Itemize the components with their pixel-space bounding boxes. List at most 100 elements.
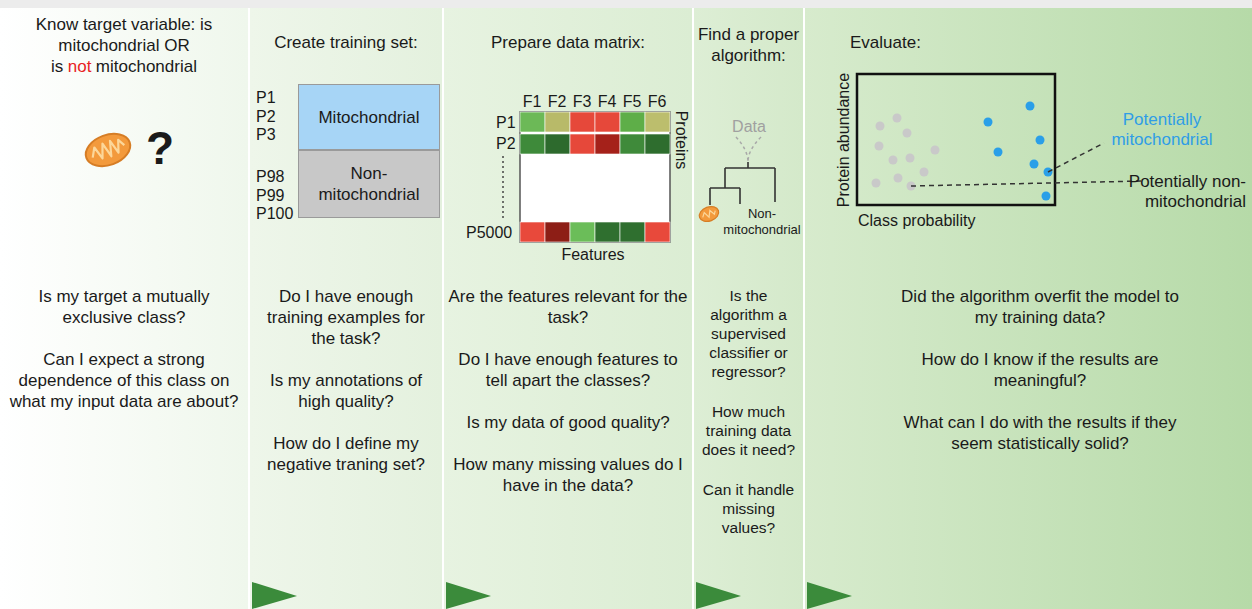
step-arrow [446,582,491,609]
question-list: Is my target a mutually exclusive class?… [2,286,246,433]
highlight-word: not [68,57,92,76]
figure-label: Non- mitochondrial [720,206,804,238]
guiding-question: Do I have enough features to tell apart … [448,349,688,391]
question-list: Are the features relevant for the task? D… [448,286,688,517]
guiding-question: Is my target a mutually exclusive class? [2,286,246,328]
panel-fill [250,8,442,609]
matrix-cell [595,112,620,132]
axis-tag: F3 [573,92,592,111]
matrix-frame [520,112,670,242]
matrix-cell [520,134,545,154]
figure-label: Protein abundance [834,73,853,207]
scatter-point [1026,102,1035,111]
scatter-point [1036,136,1045,145]
step-arrow [252,582,297,609]
matrix-cell [595,134,620,154]
axis-tag: P1 [496,113,516,132]
heading-text: Know target variable: is mitochondrial O… [35,14,213,56]
data-matrix [520,112,670,242]
guiding-question: What can I do with the results if they s… [890,412,1190,454]
mitochondrion-icon [697,204,721,224]
row-ellipsis [502,156,504,218]
guiding-question: How do I define my negative traning set? [254,433,438,475]
heading-line: isnotmitochondrial [35,56,213,77]
figure-label: Class probability [858,211,975,230]
decision-tree [710,137,775,205]
top-strip [0,0,1252,8]
heading-text: Find a proper algorithm: [694,24,803,66]
step-heading: Know target variable: is mitochondrial O… [35,14,213,77]
matrix-cell [570,134,595,154]
scatter-point [875,142,884,151]
step-heading: Prepare data matrix: [444,32,692,53]
heading-text: Create training set: [250,32,442,53]
mitochondrion-crista [701,209,716,219]
axis-tag: F4 [598,92,617,111]
axis-tag: P100 [256,204,293,223]
matrix-cell [620,134,645,154]
matrix-cell [545,134,570,154]
guiding-question: Do I have enough training examples for t… [254,286,438,349]
axis-tag: P98 [256,167,284,186]
axis-tag: F2 [548,92,567,111]
matrix-cell [620,112,645,132]
matrix-cell [645,112,670,132]
axis-tag: P2 [256,107,276,126]
tree-branch [710,162,775,205]
matrix-cell [545,222,570,242]
step-heading: Create training set: [250,32,442,53]
scatter-point [1042,192,1051,201]
panel-fill [694,8,803,609]
mitochondrion-crista [89,137,126,163]
figure-label: Data [732,117,766,136]
step-panel: Find a proper algorithm:Is the algorithm… [694,8,803,609]
guiding-question: Can I expect a strong dependence of this… [2,349,246,412]
scatter-point [894,174,903,183]
guiding-question: Is my annotations of high quality? [254,370,438,412]
panel-fill [0,8,1252,609]
scatter-point [920,168,929,177]
scatter-point [1030,160,1039,169]
guiding-question: Did the algorithm overfit the model to m… [890,286,1190,328]
step-panel: Evaluate: Did the algorithm overfit the m… [805,8,1252,609]
step-heading: Find a proper algorithm: [694,24,803,66]
leader-line [1048,143,1104,172]
heading-text: Evaluate: [850,32,970,53]
question-list: Do I have enough training examples for t… [254,286,438,496]
matrix-cell [520,222,545,242]
matrix-cell [645,222,670,242]
class-label: Non- mitochondrial [314,163,424,205]
axis-tag: P1 [256,88,276,107]
step-arrow [696,582,741,609]
matrix-cell [545,112,570,132]
axis-tag: P2 [496,134,516,153]
figure-label: Features [561,245,624,264]
step-panel: Know target variable: is mitochondrial O… [0,8,248,609]
scatter-point [994,148,1003,157]
mitochondrion-icon [81,128,134,172]
leader-line [911,181,1143,186]
step-arrow [252,582,852,609]
scatter-point [876,122,885,131]
guiding-question: Are the features relevant for the task? [448,286,688,328]
mitochondrion-icon [81,128,134,172]
panel-fill [0,8,248,609]
guiding-question: Can it handle missing values? [696,480,801,537]
axis-tag: P99 [256,186,284,205]
step-panel: Create training set: Do I have enough tra… [250,8,442,609]
panel-fill [805,8,1252,609]
scatter-point [872,179,881,188]
guiding-question: How much training data does it need? [696,402,801,459]
axis-tag: F6 [648,92,667,111]
scatter-point [889,156,898,165]
question-mark: ? [146,121,174,176]
callout-label: Potentially mitochondrial [1082,110,1242,150]
question-list: Did the algorithm overfit the model to m… [890,286,1190,475]
matrix-cell [620,222,645,242]
axis-tag: P5000 [466,223,512,242]
guiding-question: How do I know if the results are meaning… [890,349,1190,391]
step-heading: Evaluate: [850,32,970,53]
scatter-point [931,146,940,155]
